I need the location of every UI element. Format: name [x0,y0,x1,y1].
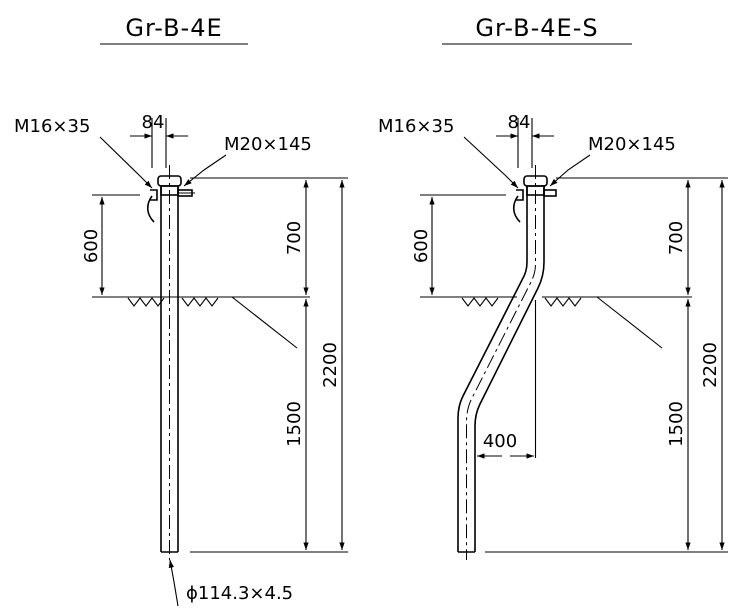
left-drawing: 84 M16×35 M20×145 600 700 [14,112,348,607]
left-dim-2200-label: 2200 [320,342,341,388]
left-pipe-spec-label: ϕ114.3×4.5 [186,583,293,604]
left-pipe [160,165,179,560]
left-bolt-small-label: M16×35 [14,116,90,137]
right-pipe-cap [523,175,557,197]
left-bolt-large-callout: M20×145 [183,134,312,187]
right-width-dimension: 84 [496,112,554,168]
right-bracket [512,189,524,223]
right-drawing: 84 M16×35 M20×145 600 400 [378,112,728,560]
right-bolt-large-label: M20×145 [588,134,676,155]
right-ground-symbol [455,296,663,349]
left-width-label: 84 [142,112,165,133]
right-bolt-small-callout: M16×35 [378,116,519,189]
right-title: Gr-B-4E-S [475,14,598,42]
left-pipe-spec-callout: ϕ114.3×4.5 [168,559,293,607]
left-title: Gr-B-4E [125,14,222,42]
left-dim-600-label: 600 [81,229,102,263]
right-dim-1500-label: 1500 [666,401,687,447]
right-dim-600-label: 600 [411,229,432,263]
right-pipe [457,165,545,560]
right-dim-600: 600 [411,194,506,298]
right-offset-dimension: 400 [477,431,534,459]
left-title-group: Gr-B-4E [100,14,248,45]
left-bolt-large-label: M20×145 [224,134,312,155]
left-pipe-cap [157,175,195,197]
right-dim-700-label: 700 [666,221,687,255]
right-bolt-large-callout: M20×145 [549,134,676,187]
right-dim-2200-label: 2200 [700,342,721,388]
left-ground-symbol [120,296,298,349]
left-dim-700: 700 [284,180,309,295]
right-title-group: Gr-B-4E-S [442,14,632,45]
right-dim-700: 700 [666,180,691,295]
right-offset-label: 400 [483,431,517,452]
right-dim-2200: 2200 [700,180,725,550]
left-dim-2200: 2200 [320,180,345,550]
left-bolt-small-callout: M16×35 [14,116,153,189]
right-dim-1500: 1500 [666,299,691,550]
left-dim-700-label: 700 [284,221,305,255]
right-bolt-small-label: M16×35 [378,116,454,137]
left-dim-600: 600 [81,194,140,298]
left-dim-1500-label: 1500 [284,401,305,447]
right-width-label: 84 [508,112,531,133]
left-dim-1500: 1500 [284,299,309,550]
left-width-dimension: 84 [130,112,188,168]
left-bracket [146,189,158,223]
